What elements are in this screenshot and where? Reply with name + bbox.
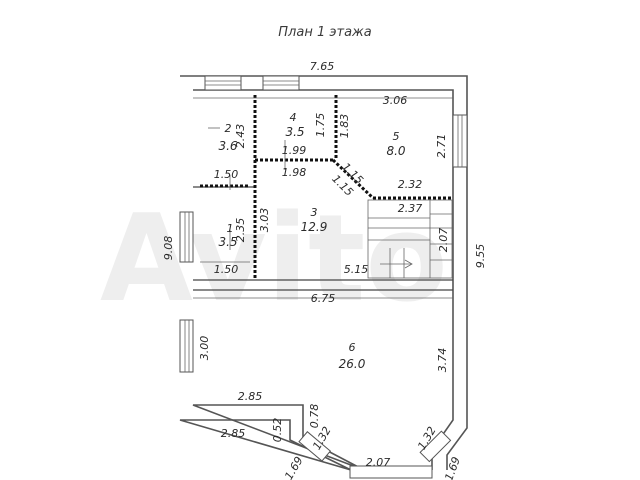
- room-3-area: 12.9: [301, 220, 328, 234]
- dim-room5-height-right: 2.71: [435, 134, 448, 159]
- watermark: Avito: [100, 190, 448, 329]
- dimension-lines: [193, 97, 453, 299]
- room-4-number: 4: [290, 111, 297, 124]
- dim-room6-height-right: 3.74: [436, 348, 449, 373]
- dim-stair-width: 2.37: [398, 202, 423, 215]
- dimension-labels: 7.65 9.08 9.55 2.43 1.50 1.75 1.99 1.98 …: [162, 60, 487, 480]
- dim-room4-width-top: 1.99: [282, 144, 307, 157]
- room-4-area: 3.5: [285, 125, 304, 139]
- dim-room5-width: 3.06: [383, 94, 408, 107]
- room-2-area: 3.6: [218, 139, 237, 153]
- dim-room1-height: 2.35: [234, 218, 247, 243]
- room-labels: 1 3.5 2 3.6 3 12.9 4 3.5 5 8.0 6 26.0: [218, 111, 405, 371]
- dim-top-width: 7.65: [310, 60, 335, 73]
- dim-bay-side-right: 1.69: [442, 455, 463, 480]
- dim-room4-height: 1.75: [314, 113, 327, 138]
- dim-room4-width-bottom: 1.98: [282, 166, 307, 179]
- room-1-area: 3.5: [218, 235, 237, 249]
- dim-room3-width: 5.15: [344, 263, 369, 276]
- dim-room6-height-left: 3.00: [198, 336, 211, 361]
- staircase: [367, 199, 453, 279]
- dim-step-depth: 0.78: [308, 404, 321, 429]
- dim-hall-width: 6.75: [311, 292, 336, 305]
- dim-room2-height: 2.43: [234, 124, 247, 149]
- dim-room2-width: 1.50: [214, 168, 239, 181]
- room-6-number: 6: [349, 341, 356, 354]
- dim-right-height: 9.55: [474, 244, 487, 269]
- dim-room5-height-left: 1.83: [338, 114, 351, 139]
- plan-title: План 1 этажа: [278, 25, 371, 40]
- dim-room1-width: 1.50: [214, 263, 239, 276]
- dim-small-offset: 0.52: [271, 418, 284, 443]
- room-5-area: 8.0: [386, 144, 405, 158]
- dim-bay-side-left: 1.69: [282, 454, 306, 480]
- room-6-area: 26.0: [339, 357, 366, 371]
- dim-bay-center: 2.07: [366, 456, 391, 469]
- dim-room3-height: 3.03: [258, 208, 271, 233]
- dim-outer-bottom-left: 2.85: [221, 427, 246, 440]
- dim-stair-height: 2.07: [437, 228, 450, 253]
- interior-walls: [193, 95, 453, 291]
- room-3-number: 3: [311, 206, 318, 219]
- dim-room5-bottom: 2.32: [398, 178, 423, 191]
- room-2-number: 2: [225, 122, 232, 135]
- room-1-number: 1: [227, 222, 234, 235]
- dim-room6-bottom-left: 2.85: [238, 390, 263, 403]
- dim-left-height: 9.08: [162, 236, 175, 261]
- room-5-number: 5: [393, 130, 400, 143]
- windows: [179, 75, 468, 479]
